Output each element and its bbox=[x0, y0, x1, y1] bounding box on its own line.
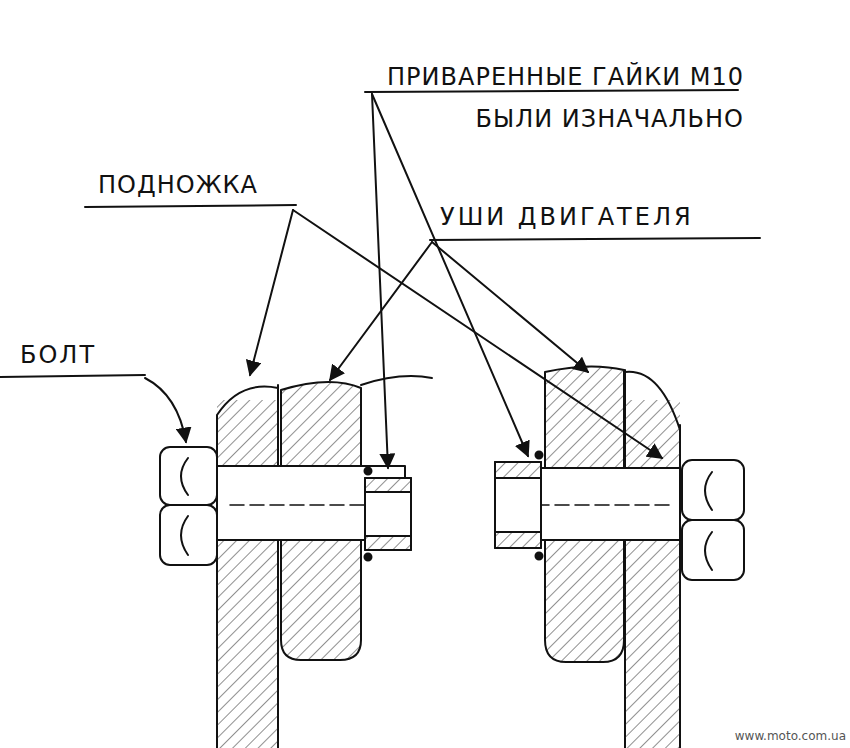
bolt-head bbox=[160, 447, 217, 505]
part-label: ПОДНОЖКА bbox=[98, 164, 258, 206]
part-label: БОЛТ bbox=[20, 334, 96, 376]
leader-line bbox=[250, 210, 293, 375]
footrest-plate bbox=[625, 370, 680, 748]
underline bbox=[0, 375, 145, 377]
leader-line bbox=[145, 378, 186, 442]
leader-line bbox=[372, 94, 528, 456]
note-label: ПРИВАРЕННЫЕ ГАЙКИ M10 БЫЛИ ИЗНАЧАЛЬНО bbox=[362, 56, 744, 140]
underline bbox=[85, 205, 296, 207]
welded-nut bbox=[365, 478, 411, 550]
leader-line bbox=[293, 210, 662, 458]
welded-nut bbox=[495, 462, 541, 548]
sketch-line bbox=[361, 376, 432, 385]
leader-line bbox=[372, 94, 388, 468]
leader-line bbox=[432, 242, 588, 372]
underline bbox=[430, 238, 760, 240]
leader-line bbox=[330, 242, 432, 380]
footrest-plate bbox=[217, 385, 278, 748]
watermark: www.moto.com.ua bbox=[735, 728, 846, 744]
part-label: УШИ ДВИГАТЕЛЯ bbox=[440, 196, 694, 238]
bolt-head bbox=[682, 460, 744, 520]
